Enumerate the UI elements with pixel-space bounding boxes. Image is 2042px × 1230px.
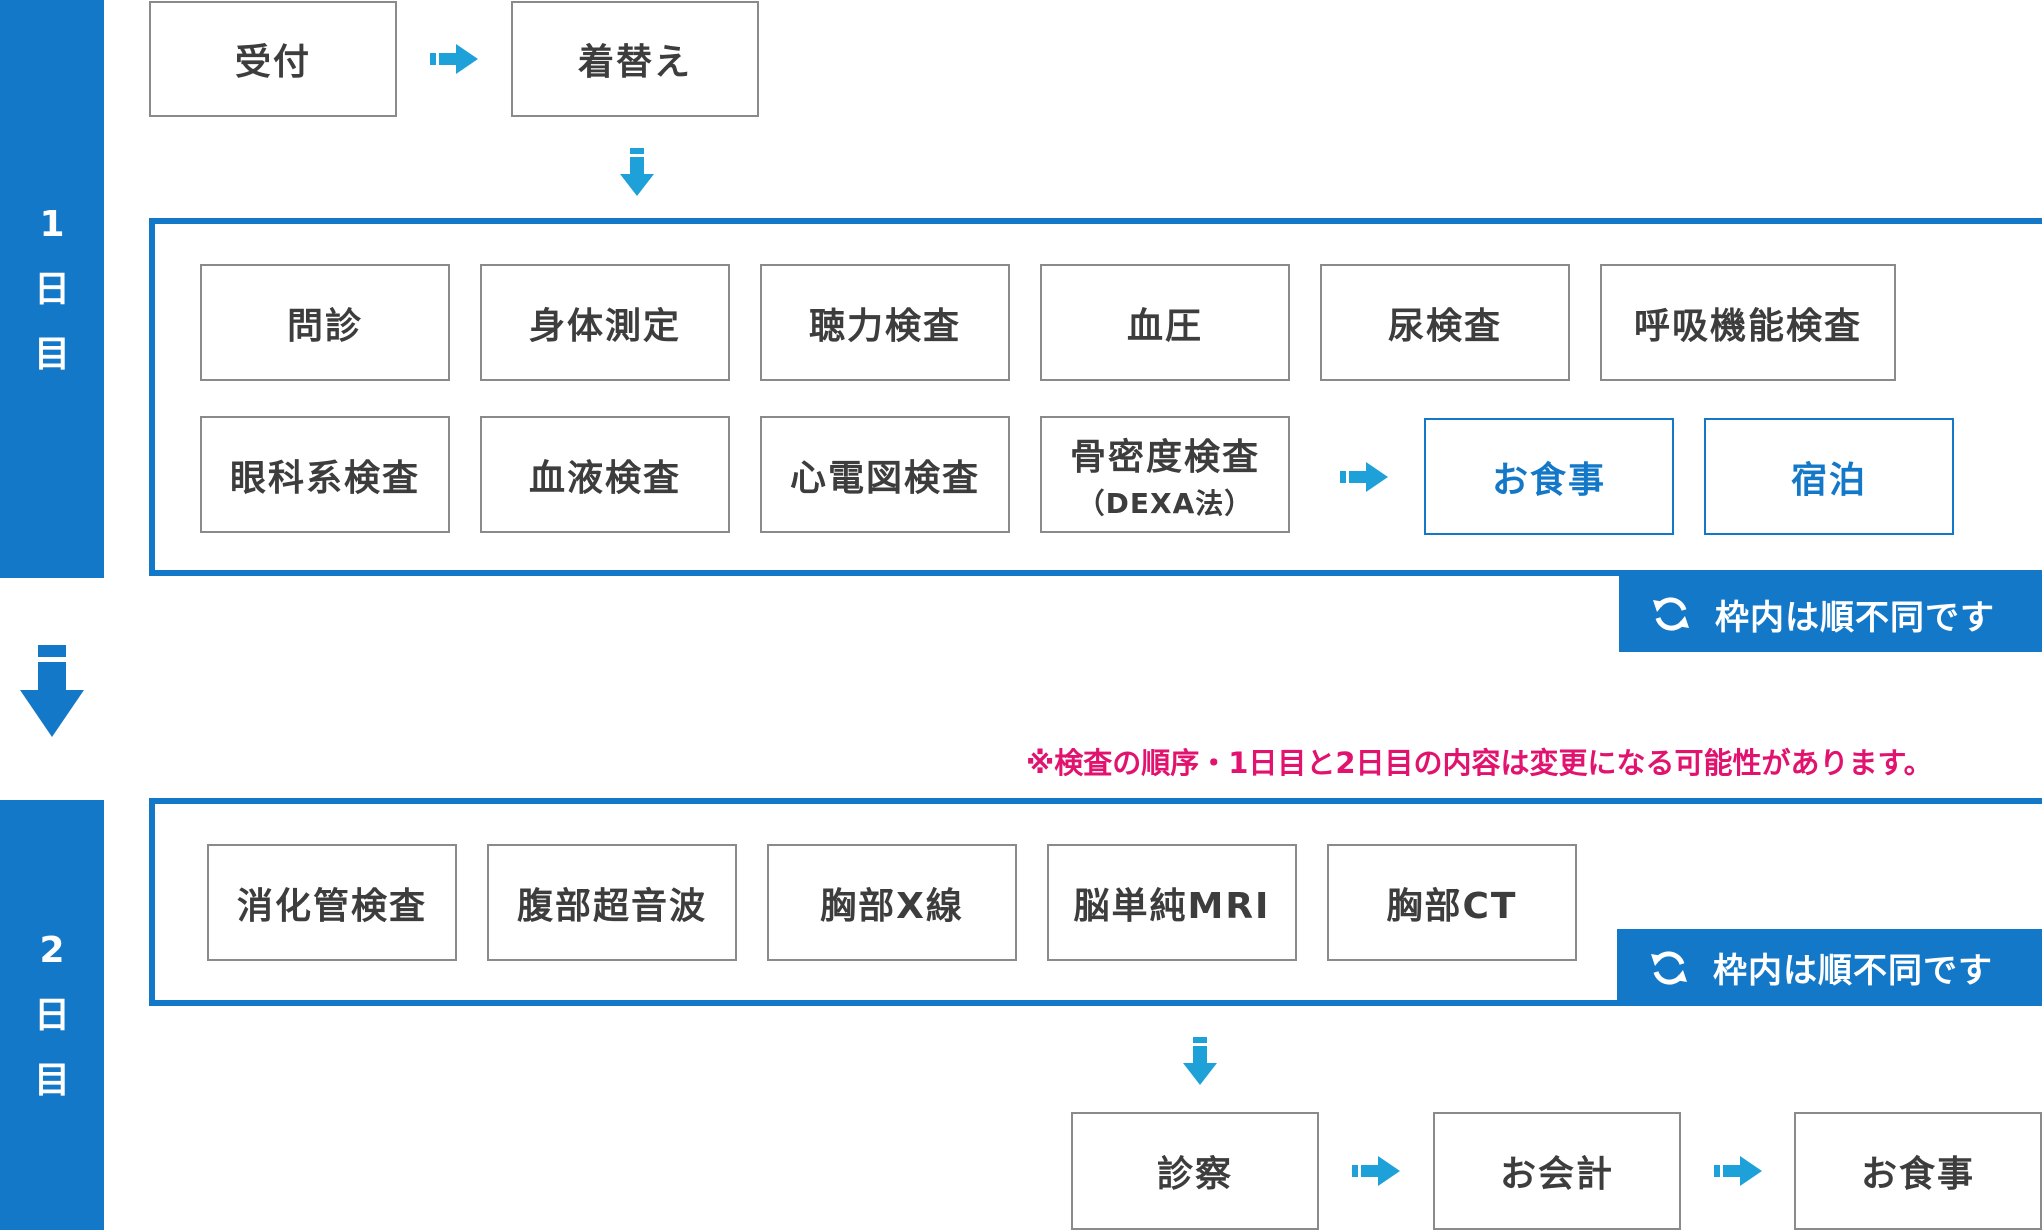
payment-box: お会計 bbox=[1433, 1112, 1681, 1230]
exam-box: 尿検査 bbox=[1320, 264, 1570, 381]
refresh-icon bbox=[1651, 950, 1687, 985]
day1-bar: 1 日 目 bbox=[0, 0, 104, 578]
arrow-right-icon bbox=[430, 44, 478, 74]
exam-box: 心電図検査 bbox=[760, 416, 1010, 533]
bone-density-label: 骨密度検査 bbox=[1069, 436, 1260, 478]
exam-box: 血液検査 bbox=[480, 416, 730, 533]
meal-label: お食事 bbox=[1491, 459, 1606, 501]
arrow-right-icon bbox=[1352, 1156, 1400, 1186]
exam-label: 消化管検査 bbox=[236, 885, 427, 927]
reception-box: 受付 bbox=[149, 1, 397, 117]
bone-density-box: 骨密度検査 （DEXA法） bbox=[1040, 416, 1290, 533]
exam-box: 脳単純MRI bbox=[1047, 844, 1297, 961]
exam-label: 聴力検査 bbox=[808, 305, 961, 347]
exam-box: 身体測定 bbox=[480, 264, 730, 381]
random-order-tag: 枠内は順不同です bbox=[1619, 576, 2042, 652]
day1-label-me: 目 bbox=[33, 333, 70, 375]
consultation-box: 診察 bbox=[1071, 1112, 1319, 1230]
arrow-right-icon bbox=[1714, 1156, 1762, 1186]
exam-label: 血圧 bbox=[1126, 305, 1203, 347]
final-meal-box: お食事 bbox=[1794, 1112, 2042, 1230]
stay-box: 宿泊 bbox=[1704, 418, 1954, 535]
exam-box: 消化管検査 bbox=[207, 844, 457, 961]
day2-label-num: 2 bbox=[39, 929, 65, 971]
arrow-down-icon bbox=[20, 645, 84, 737]
exam-label: 腹部超音波 bbox=[516, 885, 707, 927]
random-order-text: 枠内は順不同です bbox=[1713, 951, 1993, 991]
exam-label: 胸部CT bbox=[1386, 885, 1518, 927]
exam-label: 身体測定 bbox=[528, 305, 681, 347]
random-order-tag: 枠内は順不同です bbox=[1617, 929, 2042, 1006]
day2-bar: 2 日 目 bbox=[0, 800, 104, 1230]
exam-box: 腹部超音波 bbox=[487, 844, 737, 961]
changing-label: 着替え bbox=[577, 42, 692, 83]
exam-box: 胸部X線 bbox=[767, 844, 1017, 961]
arrow-down-icon bbox=[1183, 1037, 1217, 1085]
meal-box: お食事 bbox=[1424, 418, 1674, 535]
day2-exam-frame bbox=[149, 798, 2042, 1006]
order-change-note: ※検査の順序・1日目と2日目の内容は変更になる可能性があります。 bbox=[1026, 746, 1933, 780]
reception-label: 受付 bbox=[234, 42, 311, 83]
exam-label: 呼吸機能検査 bbox=[1633, 305, 1862, 347]
day1-label-day: 日 bbox=[33, 268, 70, 310]
exam-box: 聴力検査 bbox=[760, 264, 1010, 381]
exam-label: 脳単純MRI bbox=[1073, 885, 1271, 927]
arrow-right-icon bbox=[1340, 462, 1388, 492]
exam-label: 眼科系検査 bbox=[229, 457, 420, 499]
exam-box: 胸部CT bbox=[1327, 844, 1577, 961]
consultation-label: 診察 bbox=[1156, 1154, 1233, 1195]
exam-label: 問診 bbox=[286, 305, 363, 347]
changing-box: 着替え bbox=[511, 1, 759, 117]
exam-label: 胸部X線 bbox=[820, 885, 964, 927]
refresh-icon bbox=[1653, 597, 1689, 631]
bone-density-sub: （DEXA法） bbox=[1076, 486, 1254, 520]
exam-label: 血液検査 bbox=[528, 457, 681, 499]
arrow-down-icon bbox=[620, 148, 654, 196]
day1-exam-frame bbox=[149, 218, 2042, 576]
exam-label: 心電図検査 bbox=[789, 457, 980, 499]
exam-box: 血圧 bbox=[1040, 264, 1290, 381]
final-meal-label: お食事 bbox=[1860, 1154, 1975, 1195]
day1-label-num: 1 bbox=[39, 203, 65, 245]
exam-box: 問診 bbox=[200, 264, 450, 381]
payment-label: お会計 bbox=[1499, 1154, 1614, 1195]
exam-box: 眼科系検査 bbox=[200, 416, 450, 533]
exam-label: 尿検査 bbox=[1387, 305, 1502, 347]
random-order-text: 枠内は順不同です bbox=[1715, 597, 1995, 638]
day2-label-day: 日 bbox=[33, 994, 70, 1036]
exam-box: 呼吸機能検査 bbox=[1600, 264, 1896, 381]
day2-label-me: 目 bbox=[33, 1059, 70, 1101]
stay-label: 宿泊 bbox=[1790, 459, 1867, 501]
